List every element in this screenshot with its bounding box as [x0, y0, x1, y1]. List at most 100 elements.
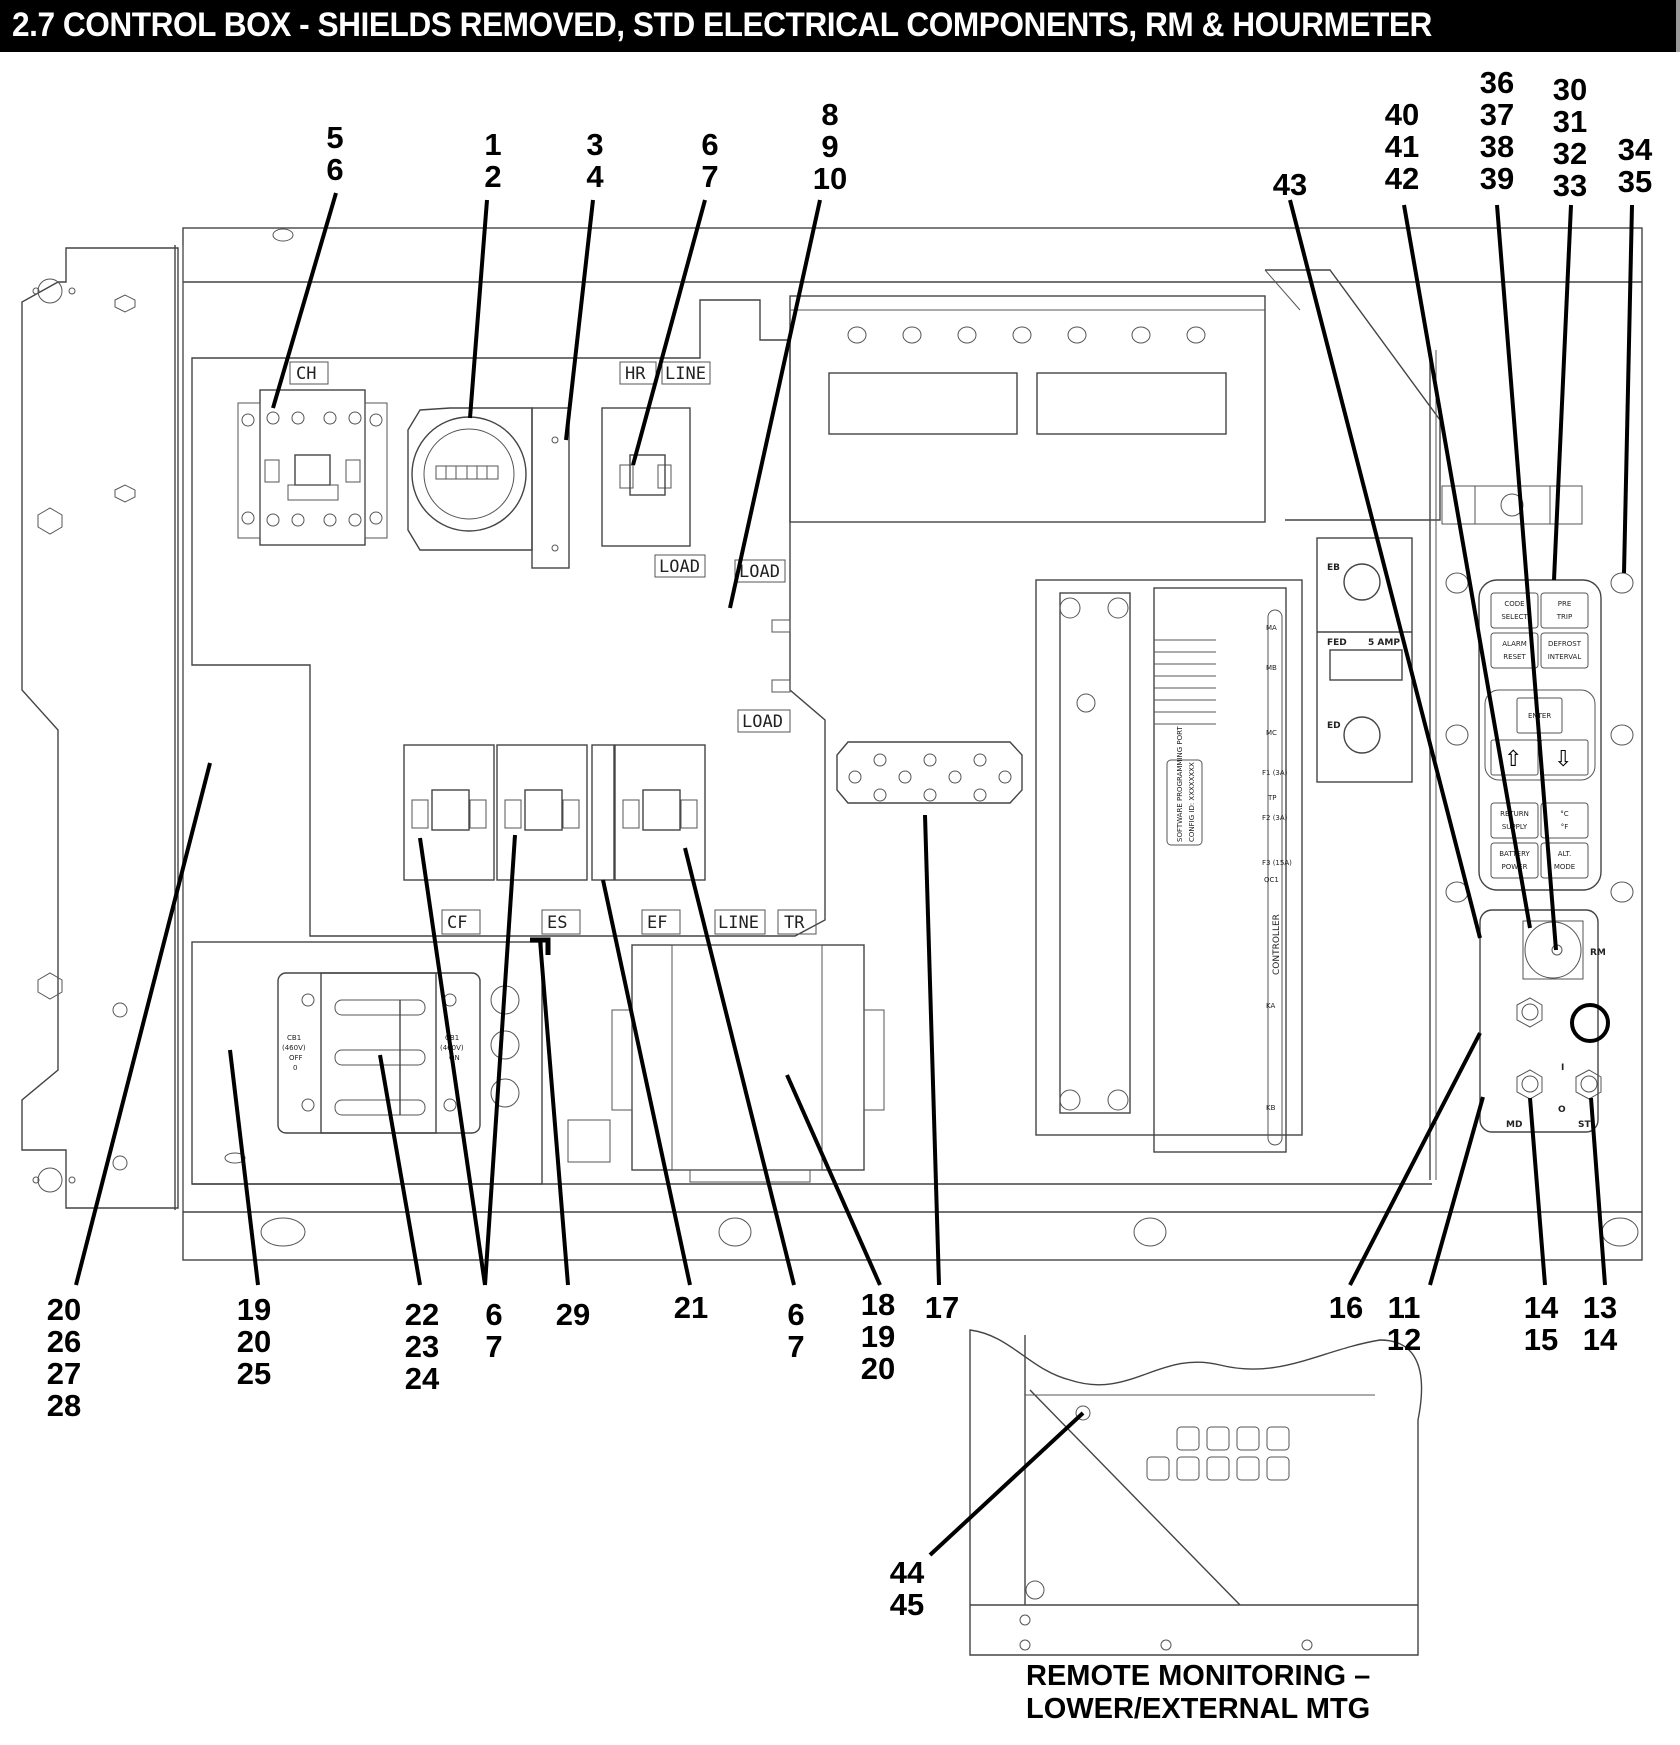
control-box-chassis — [21, 227, 1643, 1261]
callout-number: 33 — [1553, 168, 1587, 203]
callout-number: 42 — [1385, 161, 1419, 196]
keypad-key-label: RETURN — [1500, 810, 1529, 818]
callout-number: 4 — [586, 159, 604, 194]
callout-number: 36 — [1480, 65, 1514, 100]
keypad-key-label: DEFROST — [1548, 640, 1582, 648]
callout-number: 8 — [821, 97, 838, 132]
callout-5-6: 56 — [326, 120, 343, 187]
callout-number: 21 — [674, 1290, 708, 1325]
inset-caption-line-2: LOWER/EXTERNAL MTG — [1026, 1693, 1371, 1725]
controller: SOFTWARE PROGRAMMING PORT CONFIG ID: XXX… — [1035, 579, 1303, 1153]
hr-contactor: HR LINE LOAD — [601, 361, 711, 578]
svg-text:MC: MC — [1266, 729, 1277, 737]
keypad-key-alt[interactable]: ALT.MODE — [1540, 842, 1589, 879]
keypad-key-label: INTERVAL — [1548, 653, 1582, 661]
label-ed: ED — [1327, 721, 1341, 731]
cf-contactor — [403, 744, 495, 881]
section-title-bar: 2.7 CONTROL BOX - SHIELDS REMOVED, STD E… — [0, 0, 1680, 52]
st-switch[interactable] — [1575, 1069, 1602, 1100]
terminal-block — [836, 741, 1023, 804]
svg-text:MB: MB — [1266, 664, 1277, 672]
callout-number: 32 — [1553, 136, 1587, 171]
keypad-key-defrost[interactable]: DEFROST INTERVAL — [1540, 632, 1589, 669]
callout-21: 21 — [674, 1290, 708, 1325]
controller-label: CONTROLLER — [1272, 914, 1282, 975]
callout-number: 26 — [47, 1324, 81, 1359]
callout-number: 10 — [813, 161, 847, 196]
callout-number: 7 — [701, 159, 718, 194]
keypad-key-label: ALT. — [1558, 850, 1571, 858]
callout-number: 28 — [47, 1388, 81, 1423]
callout-number: 40 — [1385, 97, 1419, 132]
callout-3-4: 34 — [586, 127, 604, 194]
circuit-breaker-cb1: CB1 (460V) OFF 0 CB1 (460V) ON — [277, 972, 481, 1134]
callout-number: 45 — [890, 1587, 924, 1622]
callout-6-7-b: 67 — [787, 1297, 804, 1364]
hourmeter-plug — [1570, 1003, 1610, 1043]
callout-number: 27 — [47, 1356, 81, 1391]
callout-number: 20 — [237, 1324, 271, 1359]
svg-text:OFF: OFF — [289, 1054, 303, 1062]
callout-6-7-a: 67 — [485, 1297, 502, 1364]
callout-number: 44 — [890, 1555, 925, 1590]
callout-number: 16 — [1329, 1290, 1363, 1325]
keypad-key-c[interactable]: °C°F — [1540, 802, 1589, 839]
section-title: 2.7 CONTROL BOX - SHIELDS REMOVED, STD E… — [12, 6, 1432, 44]
svg-text:TP: TP — [1267, 794, 1277, 802]
callout-1-2: 12 — [484, 127, 501, 194]
callout-number: 14 — [1583, 1322, 1618, 1357]
callout-number: 30 — [1553, 72, 1587, 107]
svg-text:I: I — [1561, 1063, 1564, 1073]
label-ef: EF — [647, 913, 667, 933]
callout-43: 43 — [1273, 167, 1307, 202]
label-eb: EB — [1327, 563, 1340, 573]
load-mid-frame — [734, 559, 786, 583]
callout-number: 1 — [484, 127, 501, 162]
callout-number: 35 — [1618, 164, 1652, 199]
callout-number: 15 — [1524, 1322, 1558, 1357]
callout-16: 16 — [1329, 1290, 1363, 1325]
keypad-key-label: CODE — [1504, 600, 1524, 608]
keypad-key-label: SUPPLY — [1502, 823, 1528, 831]
svg-text:SOFTWARE PROGRAMMING PORT: SOFTWARE PROGRAMMING PORT — [1176, 726, 1184, 842]
callout-number: 19 — [861, 1319, 895, 1354]
callout-29: 29 — [556, 1297, 590, 1332]
callout-number: 23 — [405, 1329, 439, 1364]
svg-text:QC1: QC1 — [1264, 876, 1279, 884]
callout-number: 7 — [787, 1329, 804, 1364]
callout-number: 13 — [1583, 1290, 1617, 1325]
label-rm: RM — [1590, 948, 1606, 958]
svg-text:(460V): (460V) — [282, 1044, 306, 1052]
callout-number: 22 — [405, 1297, 439, 1332]
label-ch: CH — [296, 364, 316, 384]
up-arrow-key[interactable] — [1490, 739, 1539, 776]
callout-number: 39 — [1480, 161, 1514, 196]
callout-number: 24 — [405, 1361, 440, 1396]
callout-number: 7 — [485, 1329, 502, 1364]
svg-text:CB1: CB1 — [445, 1034, 459, 1042]
svg-text:O: O — [1558, 1105, 1566, 1115]
callout-number: 6 — [787, 1297, 804, 1332]
svg-text:F1 (3A): F1 (3A) — [1262, 769, 1288, 777]
keypad-key-label: ALARM — [1502, 640, 1527, 648]
callout-number: 37 — [1480, 97, 1514, 132]
callout-number: 20 — [861, 1351, 895, 1386]
svg-text:F3 (15A): F3 (15A) — [1262, 859, 1292, 867]
callout-number: 6 — [701, 127, 718, 162]
callout-number: 17 — [925, 1290, 959, 1325]
md-switch[interactable] — [1516, 1069, 1543, 1100]
